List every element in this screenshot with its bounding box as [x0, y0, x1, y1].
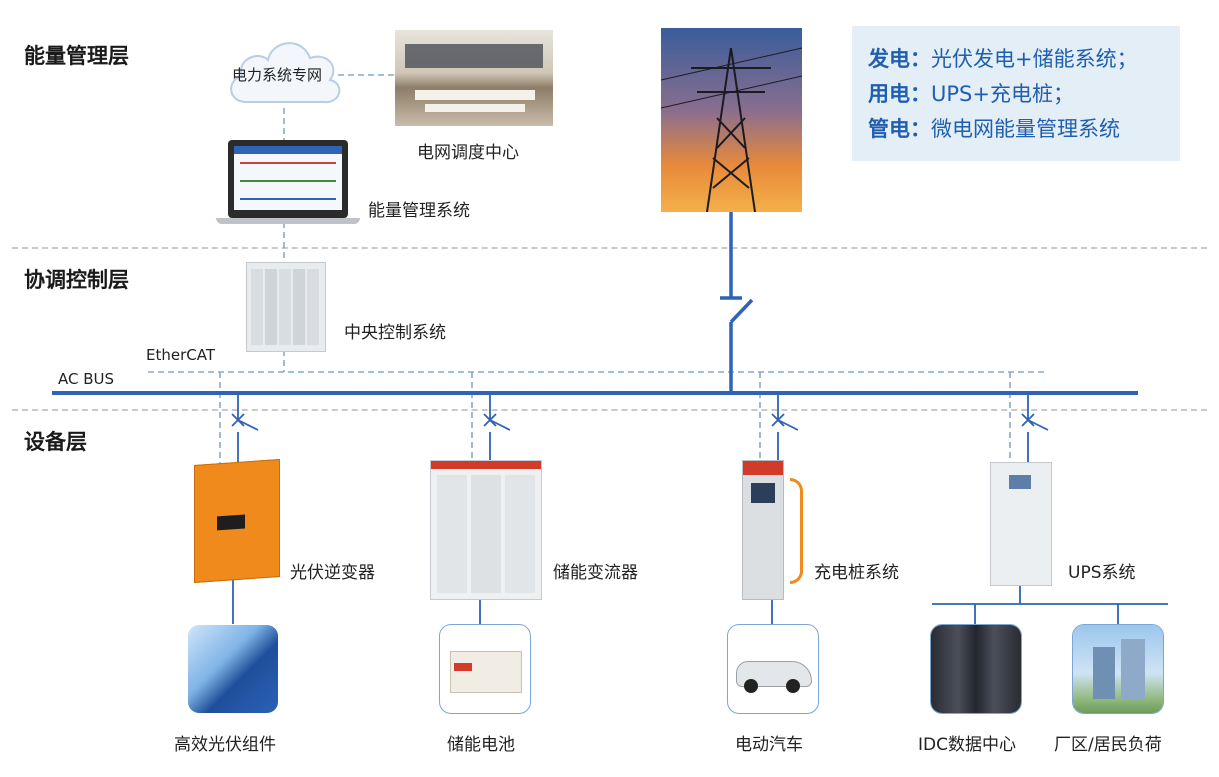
central-control-label: 中央控制系统 [344, 323, 446, 343]
breaker-ups [1021, 393, 1049, 462]
pv-inverter-icon [194, 458, 280, 584]
info-row-management: 管电：微电网能量管理系统 [868, 117, 1120, 141]
laptop-base [216, 218, 360, 224]
grid-breaker [720, 210, 754, 393]
ev-image [727, 624, 819, 714]
breaker-storage [483, 393, 511, 462]
separator-top [12, 247, 1207, 249]
battery-image [439, 624, 531, 714]
charger-icon [742, 460, 784, 600]
pv-inverter-label: 光伏逆变器 [290, 563, 375, 583]
laptop-icon [228, 140, 348, 218]
breaker-pv [231, 393, 259, 462]
ev-label: 电动汽车 [735, 735, 803, 755]
dispatch-center-image [395, 30, 553, 126]
info-panel: 发电：光伏发电+储能系统； 用电：UPS+充电桩； 管电：微电网能量管理系统 [852, 26, 1180, 161]
layer-title-energy: 能量管理层 [24, 44, 129, 68]
grid-center-label: 电网调度中心 [417, 143, 519, 163]
cloud-icon [222, 26, 348, 112]
layer-title-device: 设备层 [24, 430, 87, 454]
layer-title-coord: 协调控制层 [24, 268, 129, 292]
plc-controller-icon [246, 262, 326, 352]
cloud-label: 电力系统专网 [232, 66, 323, 84]
separator-bottom [12, 409, 1207, 411]
factory-image [1072, 624, 1164, 714]
idc-label: IDC数据中心 [918, 735, 1016, 755]
ethercat-label: EtherCAT [146, 346, 215, 364]
charger-label: 充电桩系统 [814, 563, 899, 583]
battery-label: 储能电池 [447, 735, 515, 755]
ups-icon [990, 462, 1052, 586]
factory-label: 厂区/居民负荷 [1054, 735, 1162, 755]
info-row-generation: 发电：光伏发电+储能系统； [868, 47, 1138, 71]
storage-converter-icon [430, 460, 542, 600]
ups-label: UPS系统 [1068, 563, 1136, 583]
ems-label: 能量管理系统 [368, 201, 470, 221]
idc-image [930, 624, 1022, 714]
acbus-label: AC BUS [58, 370, 115, 388]
charger-cable [790, 478, 803, 584]
pv-module-label: 高效光伏组件 [174, 735, 276, 755]
breaker-charger [771, 393, 799, 462]
info-row-consumption: 用电：UPS+充电桩； [868, 82, 1074, 106]
power-tower-image [661, 28, 802, 212]
storage-converter-label: 储能变流器 [553, 563, 638, 583]
pv-module-image [187, 624, 279, 714]
